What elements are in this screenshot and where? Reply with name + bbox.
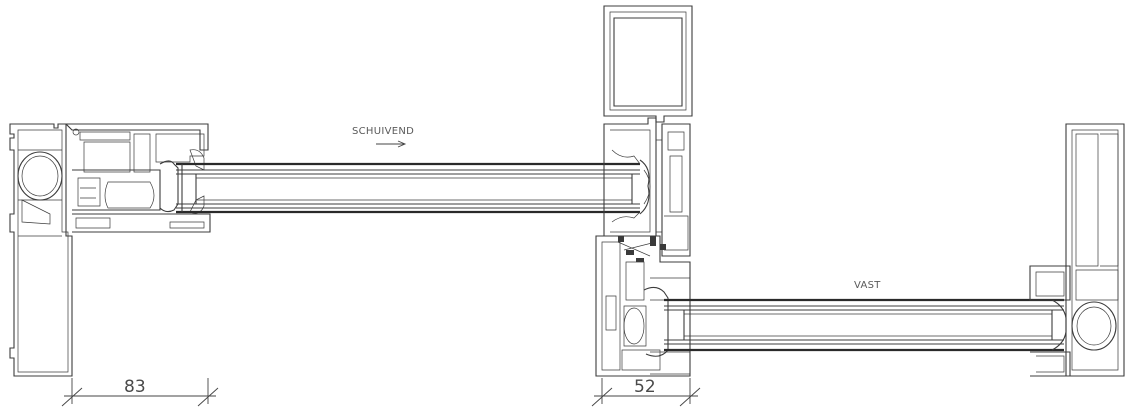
right-frame-profile: [1029, 123, 1125, 377]
left-frame-profile: [9, 123, 211, 377]
dimension-left-value: 83: [124, 377, 146, 397]
fixed-glass-panel: [643, 277, 1064, 375]
dimension-left: 83: [61, 377, 219, 407]
center-interlock-profile: [595, 5, 693, 377]
dimension-middle: 52: [591, 377, 701, 407]
fixed-label: VAST: [854, 280, 881, 291]
dimension-middle-value: 52: [634, 377, 656, 397]
sliding-label: SCHUIVEND: [352, 126, 414, 137]
sliding-label-group: SCHUIVEND: [352, 126, 414, 148]
sliding-glass-panel: [176, 162, 640, 214]
